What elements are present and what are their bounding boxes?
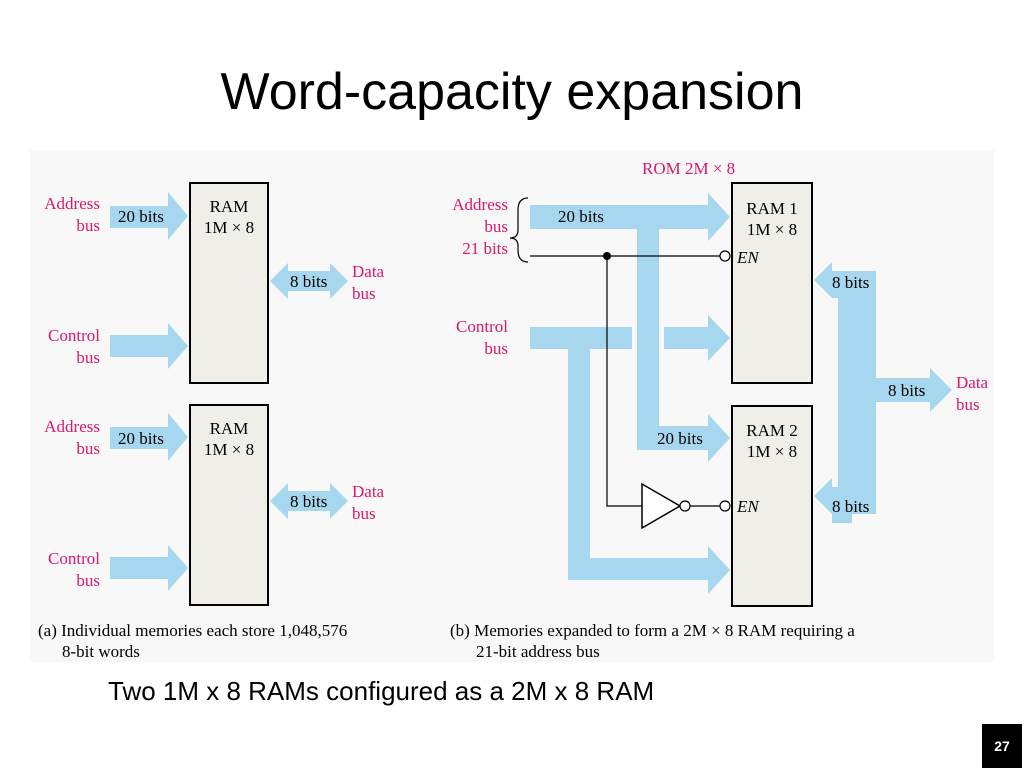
en-bubble-ram2 (719, 500, 731, 512)
panel-a-bottom: Address bus 20 bits RAM 1M × 8 8 bits Da… (44, 404, 385, 606)
inverter-bubble (679, 500, 691, 512)
ram2-size-label: 1M × 8 (747, 442, 797, 461)
slide-caption: Two 1M x 8 RAMs configured as a 2M x 8 R… (108, 676, 655, 706)
address-label: Address (44, 417, 100, 436)
data-label-bus: bus (352, 284, 376, 303)
address-arrow (110, 192, 188, 240)
panel-a-caption-2: 8-bit words (62, 642, 140, 661)
ram-size-label: 1M × 8 (204, 440, 254, 459)
data-bits-ram1-label: 8 bits (832, 273, 869, 292)
ram2-label: RAM 2 (746, 421, 797, 440)
data-arrow (270, 483, 348, 519)
control-arrow (110, 323, 188, 369)
addr-bits-label: 20 bits (118, 429, 164, 448)
address-arrow-ram1 (530, 193, 730, 241)
data-bus-trunk (832, 271, 876, 514)
control-arrow-ram1 (664, 315, 730, 361)
ram1-label: RAM 1 (746, 199, 797, 218)
ram-box (189, 404, 269, 606)
ram-size-label: 1M × 8 (204, 218, 254, 237)
data-label-bus: bus (352, 504, 376, 523)
diagram-figure: .arr { fill: #a7d7ee; } .box { fill: #f0… (30, 150, 994, 662)
control-label: Control (456, 317, 508, 336)
address-arrow (110, 413, 188, 461)
ram1-size-label: 1M × 8 (747, 220, 797, 239)
data-bus-vertical (814, 262, 852, 523)
ram-label: RAM (210, 197, 249, 216)
addr-bits-bottom-label: 20 bits (657, 429, 703, 448)
data-bits-out-label: 8 bits (888, 381, 925, 400)
address-label: Address (452, 195, 508, 214)
control-arrow (110, 545, 188, 591)
data-label: Data (352, 262, 385, 281)
slide-title: Word-capacity expansion (220, 63, 804, 121)
ram1-box (731, 182, 813, 384)
bits-21-label: 21 bits (462, 239, 508, 258)
addr-bits-top-label: 20 bits (558, 207, 604, 226)
rom-label: ROM 2M × 8 (642, 159, 735, 178)
address-label-bus: bus (484, 217, 508, 236)
addr-bits-label: 20 bits (118, 207, 164, 226)
data-bits-ram2-label: 8 bits (832, 497, 869, 516)
data-label: Data (352, 482, 385, 501)
data-label: Data (956, 373, 989, 392)
ram2-box (731, 405, 813, 607)
panel-a-top: Address bus 20 bits RAM 1M × 8 8 bits Da… (44, 182, 385, 384)
data-arrow (270, 263, 348, 299)
en-bubble-ram1 (719, 250, 731, 262)
data-bits-label: 8 bits (290, 272, 327, 291)
address-label-bus: bus (76, 439, 100, 458)
data-label-bus: bus (956, 395, 980, 414)
page-number: 27 (982, 724, 1022, 768)
ram2-en-label: EN (736, 497, 760, 516)
ram1-en-label: EN (736, 248, 760, 267)
address-label: Address (44, 194, 100, 213)
address-label-bus: bus (76, 216, 100, 235)
control-label: Control (48, 326, 100, 345)
ram-box (189, 182, 269, 384)
diagram-svg: .arr { fill: #a7d7ee; } .box { fill: #f0… (38, 159, 989, 661)
control-label: Control (48, 549, 100, 568)
panel-b-caption-2: 21-bit address bus (476, 642, 600, 661)
data-bits-label: 8 bits (290, 492, 327, 511)
control-label-bus: bus (484, 339, 508, 358)
inverter-icon (641, 482, 682, 530)
control-label-bus: bus (76, 348, 100, 367)
control-arrow-ram2 (568, 349, 730, 594)
panel-b: ROM 2M × 8 Address bus 21 bits 2 (452, 159, 989, 607)
panel-a-caption: (a) Individual memories each store 1,048… (38, 621, 347, 640)
address-arrow-ram2 (637, 229, 730, 462)
panel-b-caption: (b) Memories expanded to form a 2M × 8 R… (450, 621, 855, 640)
control-arrow-seg (530, 327, 632, 349)
ram-label: RAM (210, 419, 249, 438)
data-bus-out-arrow (852, 368, 952, 412)
control-label-bus: bus (76, 571, 100, 590)
brace (509, 197, 529, 263)
a20-branch-line (606, 256, 642, 507)
